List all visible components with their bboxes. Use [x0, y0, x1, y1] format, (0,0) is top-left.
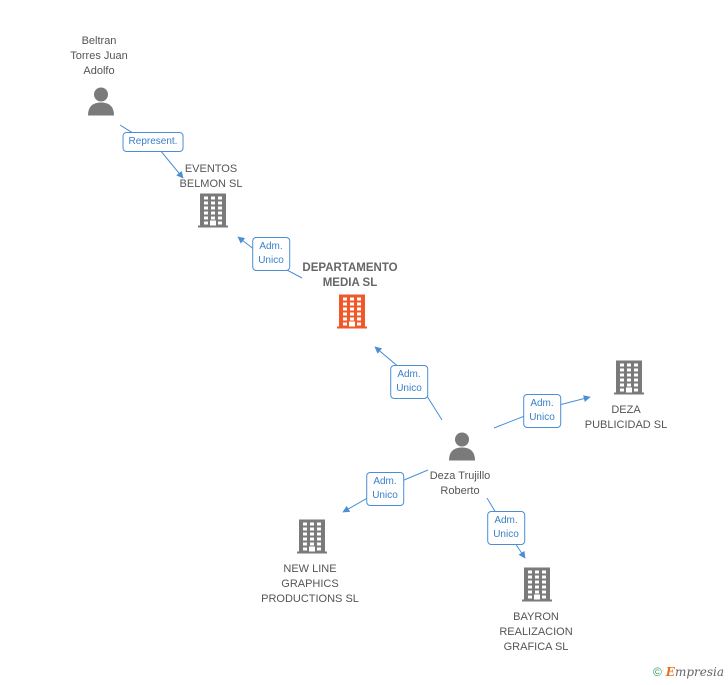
person-icon[interactable]: [86, 86, 116, 121]
footer-brand: © Empresia: [653, 665, 724, 679]
company-building-icon[interactable]: [296, 519, 328, 560]
node-label-eventos[interactable]: EVENTOS BELMON SL: [179, 163, 243, 190]
node-label-beltran[interactable]: Beltran Torres Juan Adolfo: [70, 35, 128, 77]
empresia-logo: Empresia: [665, 665, 724, 679]
node-label-departamento[interactable]: DEPARTAMENTO MEDIA SL: [302, 262, 398, 289]
copyright-icon: ©: [652, 665, 662, 679]
node-label-bayron[interactable]: BAYRON REALIZACION GRAFICA SL: [499, 611, 573, 653]
node-label-deza-trujillo[interactable]: Deza Trujillo Roberto: [429, 470, 491, 497]
edge-label[interactable]: Adm. Unico: [366, 472, 404, 506]
edge-label[interactable]: Represent.: [122, 132, 184, 152]
node-label-deza-publicidad[interactable]: DEZA PUBLICIDAD SL: [584, 404, 668, 431]
company-building-icon[interactable]: [521, 567, 553, 608]
node-label-new-line[interactable]: NEW LINE GRAPHICS PRODUCTIONS SL: [261, 563, 359, 605]
person-icon[interactable]: [447, 431, 477, 466]
edge-label[interactable]: Adm. Unico: [523, 394, 561, 428]
company-building-icon[interactable]: [613, 360, 645, 401]
main-company-building-icon[interactable]: [336, 294, 368, 335]
company-building-icon[interactable]: [197, 193, 229, 234]
edge-label[interactable]: Adm. Unico: [252, 237, 290, 271]
edge-label[interactable]: Adm. Unico: [390, 365, 428, 399]
edge-label[interactable]: Adm. Unico: [487, 511, 525, 545]
